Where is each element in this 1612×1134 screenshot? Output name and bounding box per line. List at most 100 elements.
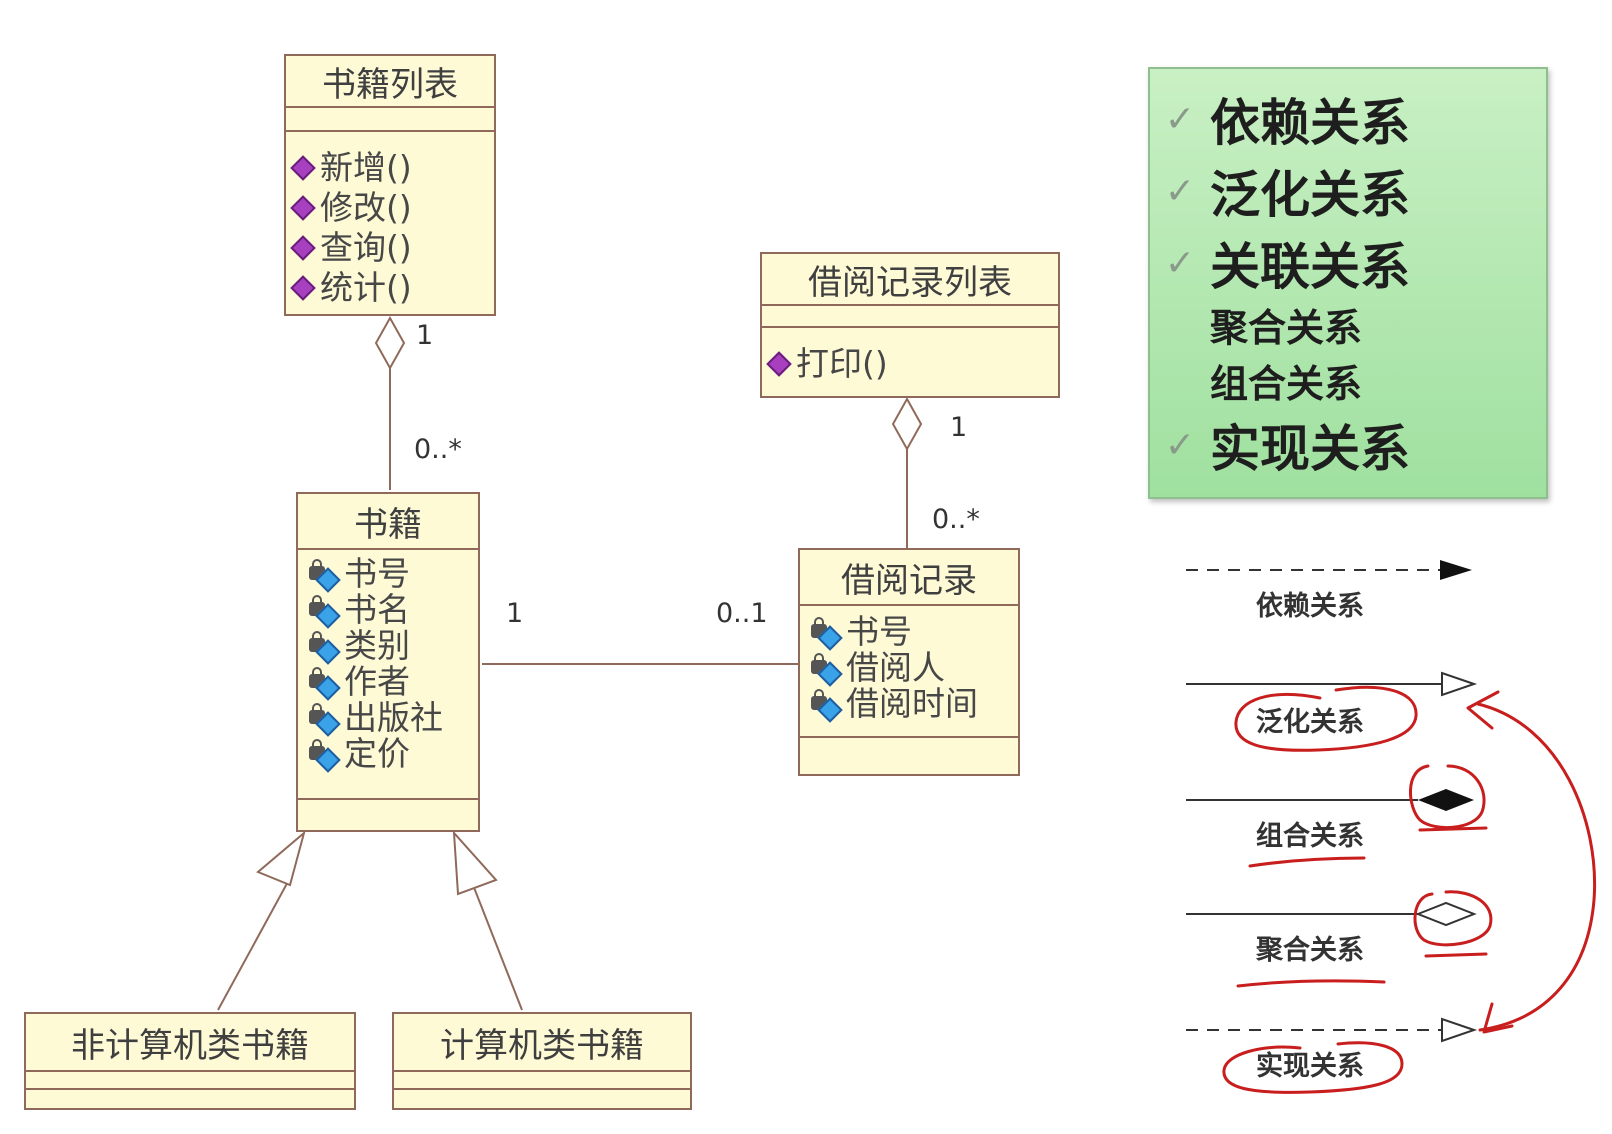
check-icon: ✓	[1164, 98, 1196, 140]
class-borrow-record[interactable]: 借阅记录 书号 借阅人 借阅时间	[798, 548, 1020, 776]
operation-row: 统计()	[286, 268, 494, 308]
attribute-row: 书号	[800, 614, 1018, 651]
operation-name: 修改()	[320, 188, 412, 227]
multiplicity-books-aggregation: 0..*	[414, 434, 462, 465]
checklist-item: 组合关系	[1150, 353, 1362, 408]
composition-label: 组合关系	[1256, 821, 1364, 852]
class-borrow-record-operations	[800, 738, 1018, 774]
multiplicity-book-association: 1	[506, 598, 524, 629]
attribute-name: 出版社	[344, 698, 443, 737]
attribute-row: 借阅时间	[800, 684, 1018, 723]
class-book-list-operations: 新增() 修改() 查询() 统计()	[286, 132, 494, 308]
class-borrow-record-attributes: 书号 借阅人 借阅时间	[800, 606, 1018, 738]
class-book-name: 书籍	[298, 494, 478, 550]
composition-diamond	[1418, 789, 1474, 811]
curved-arrow-head-bottom	[1482, 1002, 1514, 1034]
underline-composition-label	[1248, 856, 1366, 868]
circle-composition-symbol	[1408, 764, 1486, 830]
attribute-row: 出版社	[298, 698, 478, 737]
checklist-label: 实现关系	[1210, 420, 1410, 478]
class-borrow-record-list-attributes	[762, 306, 1058, 328]
attribute-name: 书名	[344, 590, 410, 629]
operation-name: 打印()	[796, 344, 888, 383]
class-borrow-record-list[interactable]: 借阅记录列表 打印()	[760, 252, 1060, 398]
private-attribute-icon	[308, 739, 341, 773]
attribute-name: 借阅时间	[846, 684, 978, 723]
operation-row: 打印()	[762, 344, 1058, 384]
underline-aggregation-label	[1236, 979, 1386, 988]
underline-aggregation-symbol	[1424, 952, 1488, 958]
relationship-checklist: ✓ 依赖关系 ✓ 泛化关系 ✓ 关联关系 聚合关系 组合关系 ✓ 实现关系	[1148, 67, 1548, 499]
dependency-label: 依赖关系	[1256, 591, 1364, 622]
class-computer-book-attributes	[394, 1072, 690, 1090]
class-non-computer-book-name: 非计算机类书籍	[26, 1014, 354, 1072]
attribute-row: 作者	[298, 662, 478, 701]
curved-arrow-generalization-realization	[1476, 702, 1597, 1032]
class-computer-book-operations	[394, 1090, 690, 1108]
class-book-list-name: 书籍列表	[286, 56, 494, 108]
generalization-key-arrowhead	[1441, 671, 1478, 697]
private-attribute-icon	[308, 631, 341, 665]
class-borrow-record-name: 借阅记录	[800, 550, 1018, 606]
attribute-row: 类别	[298, 626, 478, 665]
private-attribute-icon	[810, 653, 843, 687]
class-non-computer-book[interactable]: 非计算机类书籍	[24, 1012, 356, 1110]
multiplicity-book-list: 1	[416, 320, 434, 351]
checklist-label: 聚合关系	[1210, 306, 1363, 350]
class-borrow-record-list-name: 借阅记录列表	[762, 254, 1058, 306]
operation-name: 查询()	[320, 228, 412, 267]
class-book-list[interactable]: 书籍列表 新增() 修改() 查询() 统计()	[284, 54, 496, 316]
checklist-item: ✓ 关联关系	[1150, 227, 1410, 299]
checklist-label: 泛化关系	[1210, 166, 1410, 224]
class-book-operations	[298, 800, 478, 830]
aggregation-label: 聚合关系	[1256, 935, 1364, 966]
multiplicity-record-list: 1	[950, 412, 968, 443]
class-computer-book-name: 计算机类书籍	[394, 1014, 690, 1072]
dependency-arrowhead	[1440, 560, 1472, 580]
operation-icon	[290, 155, 316, 181]
circle-realization-label	[1222, 1041, 1404, 1094]
check-icon: ✓	[1164, 424, 1196, 466]
attribute-name: 作者	[344, 662, 410, 701]
class-non-computer-book-operations	[26, 1090, 354, 1108]
generalization-label: 泛化关系	[1256, 707, 1364, 738]
checklist-item: ✓ 泛化关系	[1150, 155, 1410, 227]
generalization-arrow-left	[256, 830, 306, 887]
circle-generalization-label	[1234, 685, 1418, 752]
private-attribute-icon	[308, 667, 341, 701]
operation-icon	[290, 275, 316, 301]
attribute-row: 书号	[298, 556, 478, 593]
attribute-name: 定价	[344, 734, 410, 773]
checklist-label: 关联关系	[1210, 238, 1410, 296]
private-attribute-icon	[308, 595, 341, 629]
operation-icon	[290, 235, 316, 261]
generalization-arrow-right	[452, 830, 498, 896]
operation-row: 查询()	[286, 228, 494, 268]
curved-arrow-head-top	[1466, 690, 1500, 730]
class-book-attributes: 书号 书名 类别 作者 出版社 定价	[298, 550, 478, 800]
generalization-line-right	[472, 884, 523, 1011]
class-book-list-attributes	[286, 108, 494, 132]
class-non-computer-book-attributes	[26, 1072, 354, 1090]
realization-key-arrowhead	[1441, 1017, 1478, 1043]
operation-name: 新增()	[320, 148, 412, 187]
private-attribute-icon	[308, 703, 341, 737]
checklist-label: 组合关系	[1210, 362, 1363, 406]
class-computer-book[interactable]: 计算机类书籍	[392, 1012, 692, 1110]
operation-name: 统计()	[320, 268, 412, 307]
checklist-label: 依赖关系	[1210, 94, 1410, 152]
private-attribute-icon	[810, 617, 843, 651]
check-icon: ✓	[1164, 170, 1196, 212]
circle-aggregation-symbol	[1413, 890, 1493, 947]
attribute-row: 借阅人	[800, 648, 1018, 687]
attribute-row: 书名	[298, 590, 478, 629]
attribute-name: 类别	[344, 626, 410, 665]
underline-composition-symbol	[1418, 826, 1488, 832]
operation-icon	[290, 195, 316, 221]
operation-row: 修改()	[286, 188, 494, 228]
attribute-name: 借阅人	[846, 648, 945, 687]
class-book[interactable]: 书籍 书号 书名 类别 作者 出版社 定价	[296, 492, 480, 832]
multiplicity-records-aggregation: 0..*	[932, 504, 980, 535]
class-borrow-record-list-operations: 打印()	[762, 328, 1058, 384]
